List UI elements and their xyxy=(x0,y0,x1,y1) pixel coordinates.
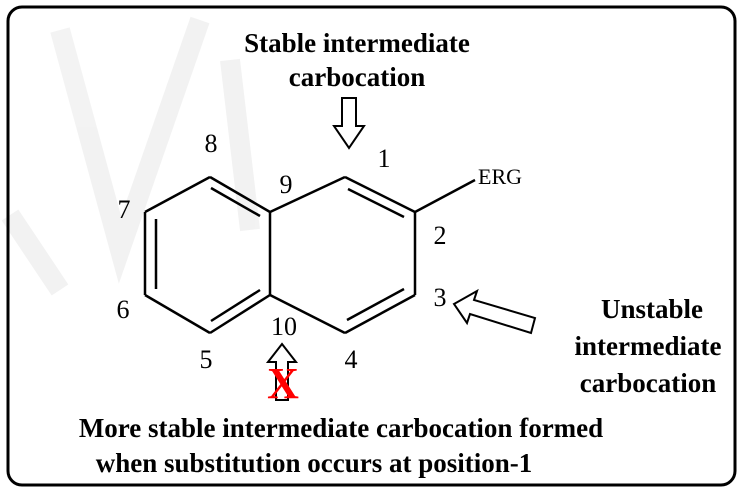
position-6: 6 xyxy=(117,295,130,324)
left-arrow-icon xyxy=(452,288,537,335)
bottom-caption-line1: More stable intermediate carbocation for… xyxy=(79,413,603,443)
red-cross-icon: X xyxy=(267,359,299,408)
double-bond-8-9-inner xyxy=(210,186,261,218)
position-5: 5 xyxy=(200,345,213,374)
position-7: 7 xyxy=(118,195,131,224)
position-10: 10 xyxy=(271,312,297,341)
naphthalene-skeleton xyxy=(143,175,476,335)
bond-1-2 xyxy=(344,175,416,214)
down-arrow-icon xyxy=(332,97,366,150)
bond-4-10 xyxy=(269,293,346,335)
position-4: 4 xyxy=(345,345,358,374)
double-bond-5-10-inner xyxy=(210,288,261,323)
position-3: 3 xyxy=(434,283,447,312)
bond-8-7 xyxy=(144,175,211,214)
bond-9-1 xyxy=(269,175,346,214)
right-caption-line2: intermediate xyxy=(575,331,722,361)
bond-2-erg xyxy=(414,178,476,214)
bond-3-4 xyxy=(344,293,416,335)
substituent-label: ERG xyxy=(478,164,522,189)
border-frame xyxy=(6,5,737,487)
top-caption-line2: carbocation xyxy=(289,62,425,92)
bond-5-10 xyxy=(209,293,271,335)
bond-9-8 xyxy=(209,175,271,214)
top-caption-line1: Stable intermediate xyxy=(244,28,470,58)
bond-6-5 xyxy=(144,293,211,335)
position-1: 1 xyxy=(378,144,391,173)
bottom-caption-line2: when substitution occurs at position-1 xyxy=(96,448,533,478)
up-arrow-icon xyxy=(265,342,299,401)
double-bond-1-2-inner xyxy=(347,187,405,219)
position-9: 9 xyxy=(280,170,293,199)
watermark xyxy=(1,16,260,296)
position-8: 8 xyxy=(205,129,218,158)
position-2: 2 xyxy=(434,221,447,250)
right-caption-line1: Unstable xyxy=(601,294,703,324)
double-bond-3-4-inner xyxy=(346,287,405,322)
right-caption-line3: carbocation xyxy=(580,368,716,398)
